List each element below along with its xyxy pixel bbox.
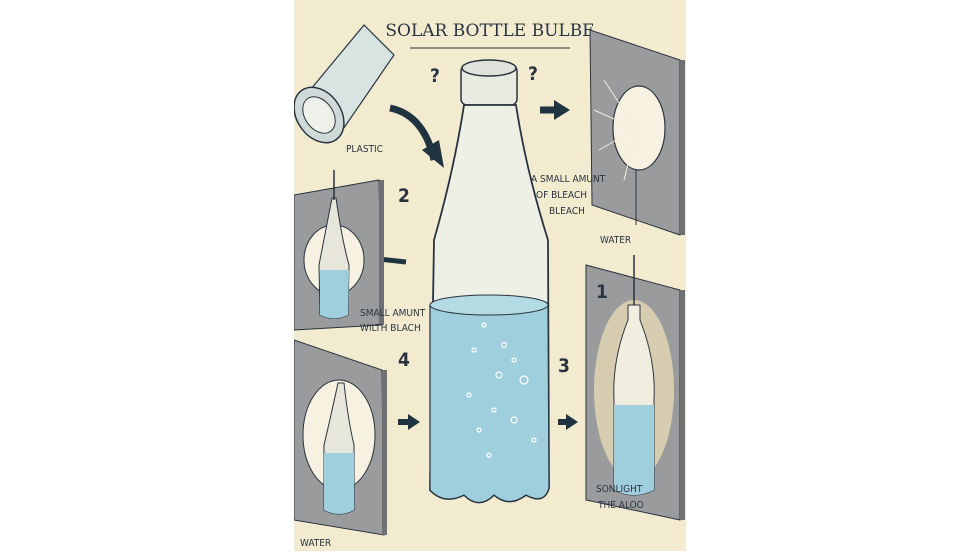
solar-bottle-bulb-poster: SOLAR BOTTLE BULBE PLASTIC ? ? bbox=[293, 0, 686, 551]
label-water-top: WATER bbox=[600, 235, 631, 246]
plastic-roll-illustration bbox=[293, 24, 395, 144]
question-mark-right: ? bbox=[528, 63, 538, 85]
arrow-head-icon bbox=[554, 100, 570, 120]
label-the-aloo: THE ALOO bbox=[597, 500, 644, 511]
question-mark-left: ? bbox=[430, 65, 440, 87]
step-1-number: 1 bbox=[596, 281, 608, 303]
arrow-head-icon bbox=[408, 414, 420, 430]
step-3-number: 3 bbox=[558, 355, 570, 377]
left-panel-step2 bbox=[293, 170, 384, 331]
left-panel-water bbox=[293, 339, 387, 536]
right-panel-installed-bulb bbox=[585, 255, 685, 521]
label-with-bleach: WILTH BLACH bbox=[360, 323, 421, 334]
label-small-amount: A SMALL AMUNT bbox=[531, 174, 606, 185]
poster-title: SOLAR BOTTLE BULBE bbox=[385, 21, 594, 41]
label-plastic: PLASTIC bbox=[346, 144, 383, 155]
label-bleach: BLEACH bbox=[549, 206, 585, 217]
central-bottle-illustration bbox=[429, 59, 550, 504]
label-of-bleach: OF BLEACH bbox=[536, 190, 587, 201]
label-small-amunt: SMALL AMUNT bbox=[360, 308, 426, 319]
arrow-head-icon bbox=[566, 414, 578, 430]
arrow-head-icon bbox=[422, 140, 444, 168]
label-water-bottom: WATER bbox=[300, 538, 331, 549]
step-2-number: 2 bbox=[398, 185, 410, 207]
step-4-number: 4 bbox=[398, 349, 410, 371]
right-panel-roof-hole bbox=[589, 29, 685, 236]
label-sunlight: SONLIGHT bbox=[596, 484, 643, 495]
